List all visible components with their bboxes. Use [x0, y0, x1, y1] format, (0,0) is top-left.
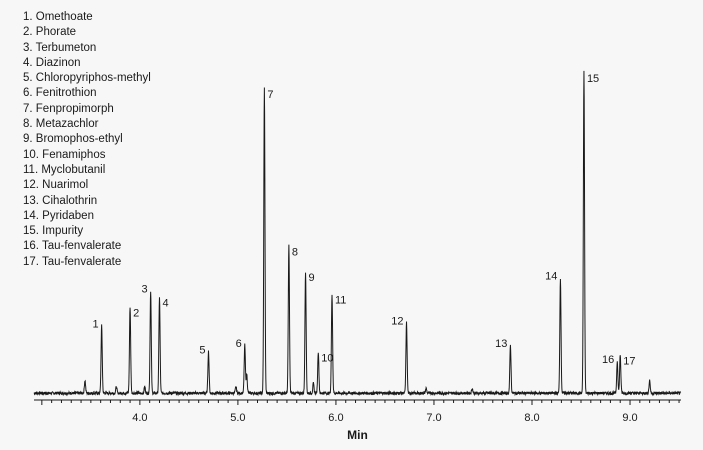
legend-item: 9. Bromophos-ethyl [23, 133, 123, 146]
peak-label: 9 [309, 272, 315, 284]
legend-item: 15. Impurity [23, 225, 84, 238]
legend-item: 17. Tau-fenvalerate [23, 255, 122, 268]
legend-item: 5. Chloropyriphos-methyl [23, 72, 151, 85]
peak-label: 3 [142, 283, 148, 295]
peak-label: 12 [391, 315, 403, 327]
legend-item: 1. Omethoate [23, 11, 93, 23]
peak-label: 10 [321, 352, 333, 364]
peak-label: 5 [199, 344, 205, 356]
x-tick-label: 6.0 [328, 412, 343, 424]
legend-item: 2. Phorate [23, 26, 77, 39]
peak-label: 7 [267, 89, 273, 101]
legend-item: 14. Pyridaben [23, 209, 94, 222]
peak-label: 2 [133, 307, 139, 319]
legend-item: 6. Fenitrothion [23, 87, 97, 100]
legend-item: 13. Cihalothrin [23, 194, 98, 207]
compound-legend: 1. Omethoate 2. Phorate 3. Terbumeton 4. Di… [23, 10, 151, 270]
x-axis-title: Min [347, 428, 368, 442]
legend-item: 4. Diazinon [23, 56, 81, 69]
chromatogram-trace [33, 70, 682, 397]
x-tick-label: 5.0 [230, 412, 245, 424]
legend-item: 3. Terbumeton [23, 41, 97, 54]
peak-label: 4 [162, 298, 168, 310]
legend-item: 16. Tau-fenvalerate [23, 240, 122, 253]
x-tick-label: 4.0 [132, 412, 147, 424]
x-axis-ticks [41, 400, 680, 405]
legend-item: 8. Metazachlor [23, 118, 99, 131]
peak-label: 6 [236, 338, 242, 350]
x-tick-label: 8.0 [524, 412, 539, 424]
legend-item: 7. Fenpropimorph [23, 102, 114, 115]
legend-item: 11. Myclobutanil [23, 163, 106, 176]
peak-label: 8 [292, 246, 298, 258]
peak-label: 17 [623, 355, 635, 367]
x-tick-label: 7.0 [426, 412, 441, 424]
peak-label: 11 [335, 294, 346, 306]
peak-label: 1 [93, 319, 99, 331]
peak-label: 14 [545, 270, 557, 282]
peak-label: 13 [495, 338, 507, 350]
peak-label: 16 [602, 354, 614, 366]
peak-label: 15 [587, 73, 599, 85]
legend-item: 12. Nuarimol [23, 179, 89, 192]
legend-item: 10. Fenamiphos [23, 148, 106, 161]
x-tick-label: 9.0 [622, 412, 637, 424]
x-axis-tick-labels: 4.0 5.0 6.0 7.0 8.0 9.0 [132, 412, 637, 424]
